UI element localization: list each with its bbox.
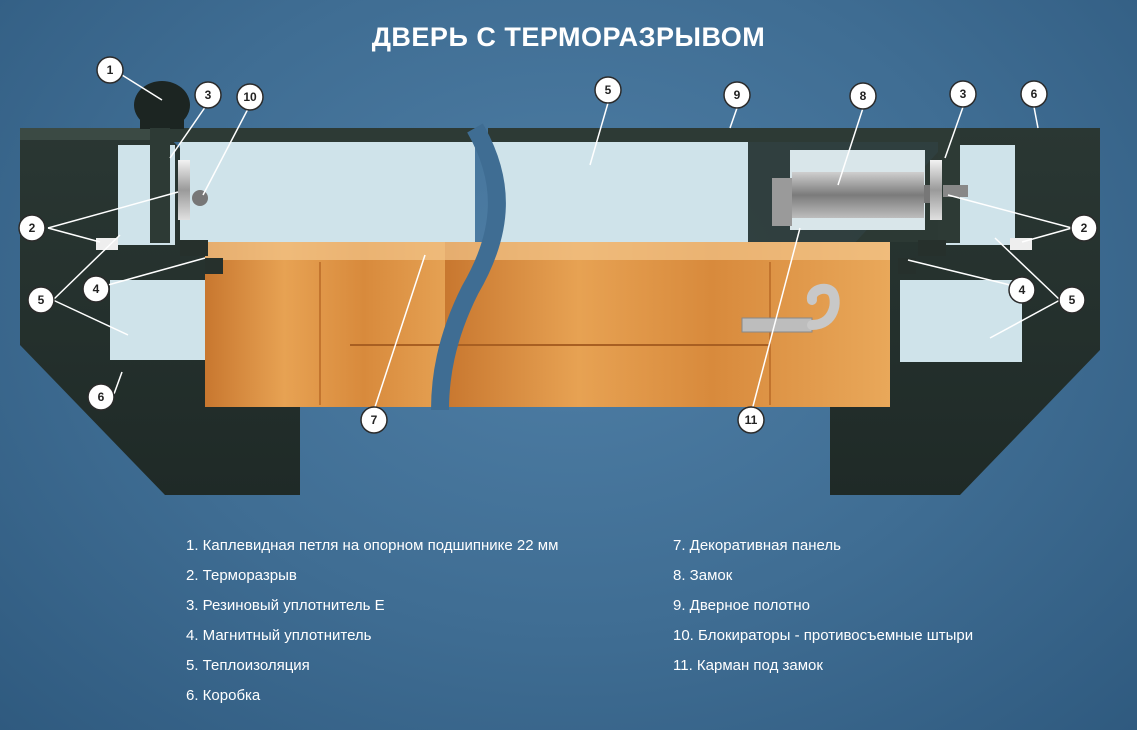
callout-2-right: 2 [1071, 215, 1097, 241]
callout-10: 10 [237, 84, 263, 110]
legend-item-9: 9. Дверное полотно [673, 591, 973, 621]
svg-text:1: 1 [107, 63, 114, 77]
svg-text:2: 2 [29, 221, 36, 235]
svg-text:5: 5 [1069, 293, 1076, 307]
callout-4-left: 4 [83, 276, 109, 302]
door-leaf [165, 128, 938, 410]
legend-item-4: 4. Магнитный уплотнитель [186, 621, 558, 651]
legend-item-6: 6. Коробка [186, 681, 558, 711]
callout-7: 7 [361, 407, 387, 433]
svg-text:9: 9 [734, 88, 741, 102]
svg-text:5: 5 [38, 293, 45, 307]
svg-text:5: 5 [605, 83, 612, 97]
callout-3: 3 [195, 82, 221, 108]
legend-item-5: 5. Теплоизоляция [186, 651, 558, 681]
lock [772, 172, 940, 226]
svg-text:2: 2 [1081, 221, 1088, 235]
svg-text:10: 10 [243, 90, 257, 104]
right-insulation-lower [900, 280, 1022, 362]
callout-5-top: 5 [595, 77, 621, 103]
legend-item-1: 1. Каплевидная петля на опорном подшипни… [186, 531, 558, 561]
legend-item-11: 11. Карман под замок [673, 651, 973, 681]
legend-left-column: 1. Каплевидная петля на опорном подшипни… [186, 531, 558, 711]
svg-text:6: 6 [98, 390, 105, 404]
svg-text:3: 3 [205, 88, 212, 102]
legend-item-2: 2. Терморазрыв [186, 561, 558, 591]
decorative-panel-left [205, 242, 470, 407]
door-insulation-left [180, 142, 475, 242]
svg-text:8: 8 [860, 89, 867, 103]
callout-6-left: 6 [88, 384, 114, 410]
door-insulation-right [488, 142, 748, 242]
legend-item-3: 3. Резиновый уплотнитель Е [186, 591, 558, 621]
svg-text:7: 7 [371, 413, 378, 427]
callout-3-right: 3 [950, 81, 976, 107]
callout-2-left: 2 [19, 215, 45, 241]
svg-text:4: 4 [1019, 283, 1026, 297]
callout-11: 11 [738, 407, 764, 433]
callout-9: 9 [724, 82, 750, 108]
svg-text:4: 4 [93, 282, 100, 296]
callout-5-right: 5 [1059, 287, 1085, 313]
door-cross-section-diagram: 1 3 10 2 4 5 6 7 5 9 8 3 6 2 4 5 11 [0, 0, 1137, 520]
svg-text:11: 11 [745, 413, 758, 427]
callout-5-left: 5 [28, 287, 54, 313]
svg-text:6: 6 [1031, 87, 1038, 101]
legend-right-column: 7. Декоративная панель 8. Замок 9. Дверн… [673, 531, 973, 681]
callout-8: 8 [850, 83, 876, 109]
svg-text:3: 3 [960, 87, 967, 101]
callout-4-right: 4 [1009, 277, 1035, 303]
callout-6-right: 6 [1021, 81, 1047, 107]
callout-1: 1 [97, 57, 123, 83]
legend-item-10: 10. Блокираторы - противосъемные штыри [673, 621, 973, 651]
legend-item-7: 7. Декоративная панель [673, 531, 973, 561]
legend-item-8: 8. Замок [673, 561, 973, 591]
